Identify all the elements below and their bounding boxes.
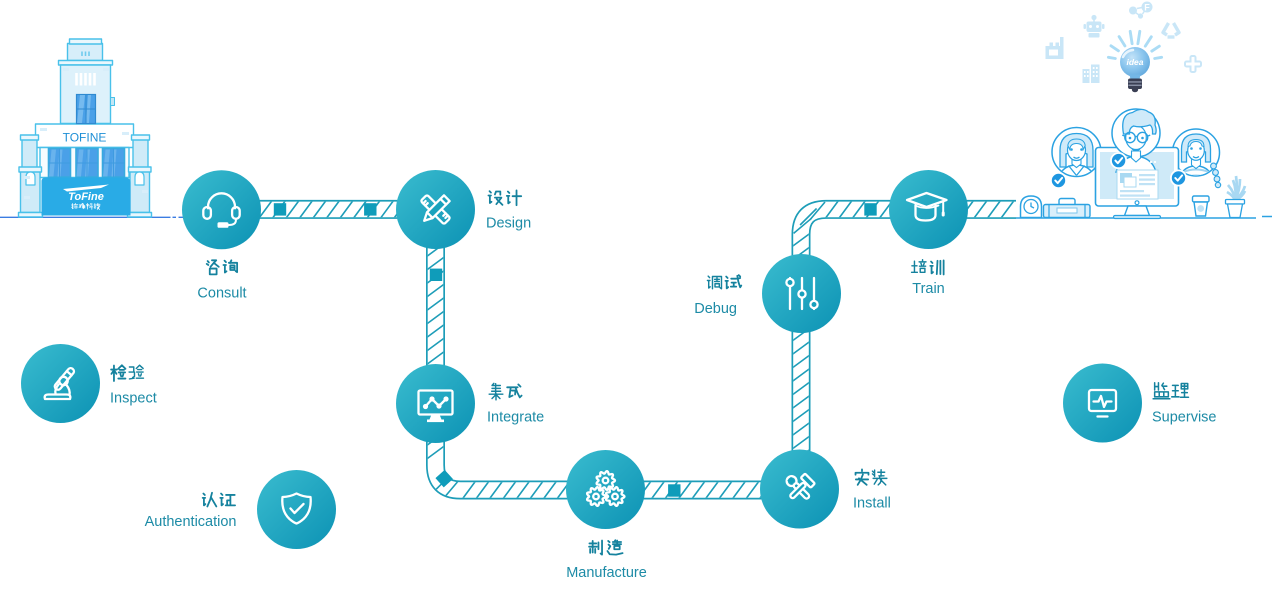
svg-text:Manufacture: Manufacture (566, 565, 647, 581)
svg-text:ToFine: ToFine (68, 191, 104, 203)
svg-text:Install: Install (853, 496, 891, 512)
svg-text:Consult: Consult (197, 286, 246, 302)
svg-text:TOFINE: TOFINE (63, 131, 107, 145)
svg-text:idea: idea (1126, 57, 1143, 67)
svg-text:Design: Design (486, 216, 531, 232)
svg-text:Integrate: Integrate (487, 410, 544, 426)
svg-text:Authentication: Authentication (145, 514, 237, 530)
svg-text:F: F (1144, 3, 1150, 13)
svg-text:Train: Train (912, 281, 945, 297)
svg-text:Inspect: Inspect (110, 391, 157, 407)
svg-text:Debug: Debug (694, 301, 737, 317)
svg-text:Supervise: Supervise (1152, 410, 1216, 426)
